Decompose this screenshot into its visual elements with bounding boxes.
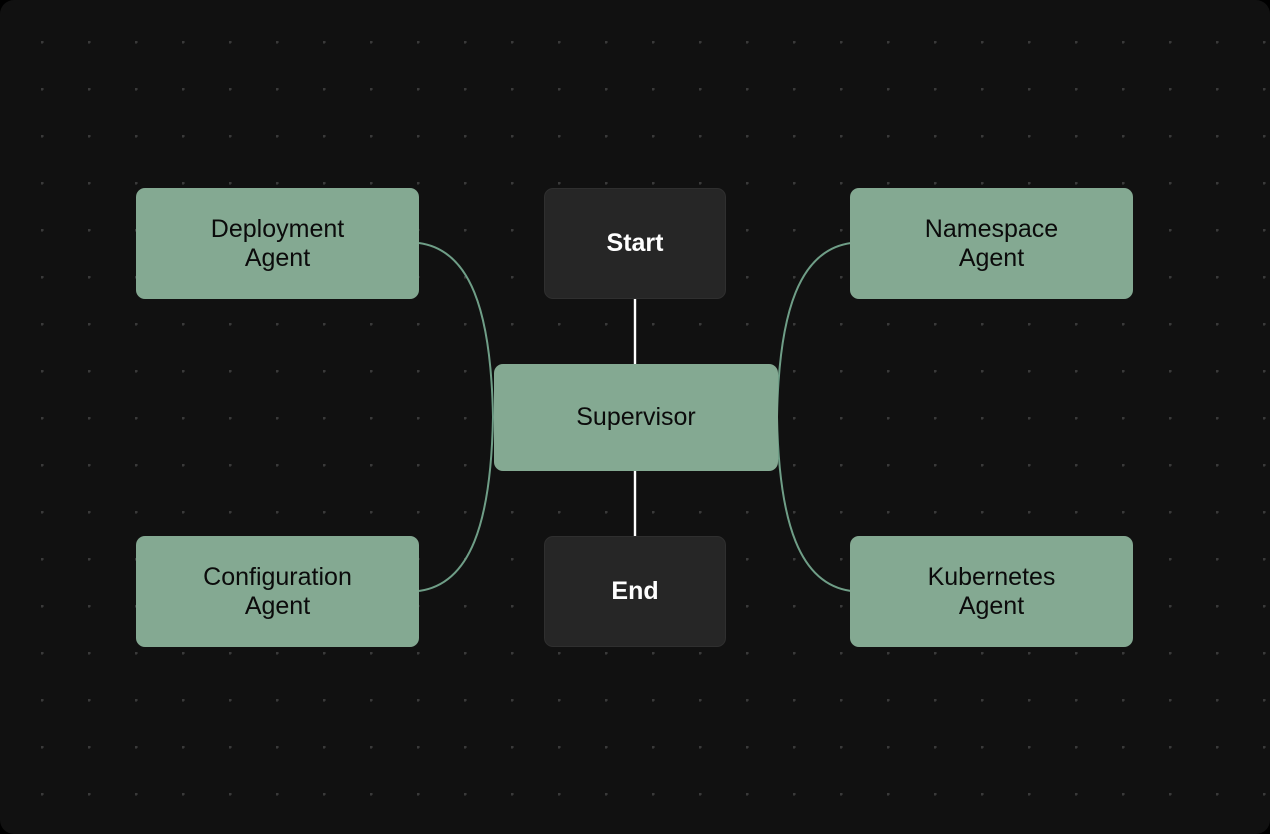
- edge-namespace-to-supervisor: [776, 242, 852, 418]
- node-label: Namespace Agent: [924, 214, 1059, 272]
- node-supervisor[interactable]: Supervisor: [494, 364, 778, 471]
- node-deployment-agent[interactable]: Deployment Agent: [136, 188, 419, 299]
- node-label: Kubernetes Agent: [927, 562, 1056, 620]
- node-label: End: [611, 577, 659, 605]
- edge-deployment-to-supervisor: [418, 242, 494, 418]
- node-kubernetes-agent[interactable]: Kubernetes Agent: [850, 536, 1133, 647]
- edge-supervisor-to-kubernetes: [776, 416, 852, 592]
- node-label: Configuration Agent: [203, 562, 352, 620]
- node-namespace-agent[interactable]: Namespace Agent: [850, 188, 1133, 299]
- node-label: Start: [606, 229, 664, 257]
- node-end[interactable]: End: [544, 536, 726, 647]
- node-start[interactable]: Start: [544, 188, 726, 299]
- node-label: Supervisor: [576, 403, 696, 431]
- edge-supervisor-to-configuration: [418, 416, 494, 592]
- node-label: Deployment Agent: [210, 214, 345, 272]
- node-configuration-agent[interactable]: Configuration Agent: [136, 536, 419, 647]
